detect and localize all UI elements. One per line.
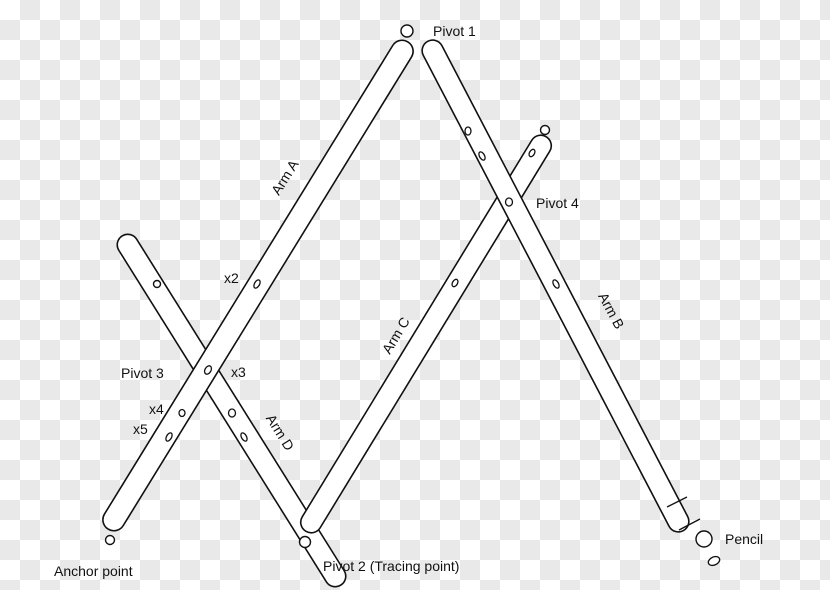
- arm-b-hole-1: [464, 126, 472, 136]
- anchor-pin: [104, 534, 116, 546]
- hole-x3: [227, 408, 237, 418]
- pivot-2-label: Pivot 2 (Tracing point): [323, 558, 459, 574]
- pencil-label: Pencil: [725, 531, 763, 547]
- arm-b-hole-2: [478, 151, 486, 161]
- hole-x2: [253, 279, 261, 289]
- arm-c-hole: [451, 278, 459, 288]
- arm-a-label: Arm A: [268, 156, 302, 197]
- arm-d-hole: [240, 432, 248, 442]
- x3-label: x3: [231, 364, 246, 380]
- pivot-4-label: Pivot 4: [536, 195, 579, 211]
- anchor-point-label: Anchor point: [54, 563, 133, 579]
- x4-label: x4: [149, 401, 164, 417]
- arm-b-hole-3: [552, 279, 560, 289]
- pencil-holder: [695, 530, 721, 567]
- hole-x5: [165, 432, 173, 442]
- arm-c-hole-2: [528, 148, 536, 158]
- pivot-4-hole: [504, 197, 514, 207]
- hole-x4: [178, 408, 186, 418]
- arm-b-label: Arm B: [595, 290, 627, 332]
- pivot-3-hole: [203, 365, 213, 375]
- x5-label: x5: [133, 421, 148, 437]
- pivot-3-label: Pivot 3: [121, 365, 164, 381]
- arm-d-label: Arm D: [263, 411, 298, 453]
- pivot-2-pin: [298, 535, 312, 549]
- x2-label: x2: [224, 270, 239, 286]
- arm-c: [299, 134, 553, 534]
- pivot-1-label: Pivot 1: [433, 23, 476, 39]
- pivot-1-pin: [400, 24, 414, 38]
- arm-c-end-hole: [539, 124, 551, 136]
- arm-d-end-hole: [152, 279, 162, 289]
